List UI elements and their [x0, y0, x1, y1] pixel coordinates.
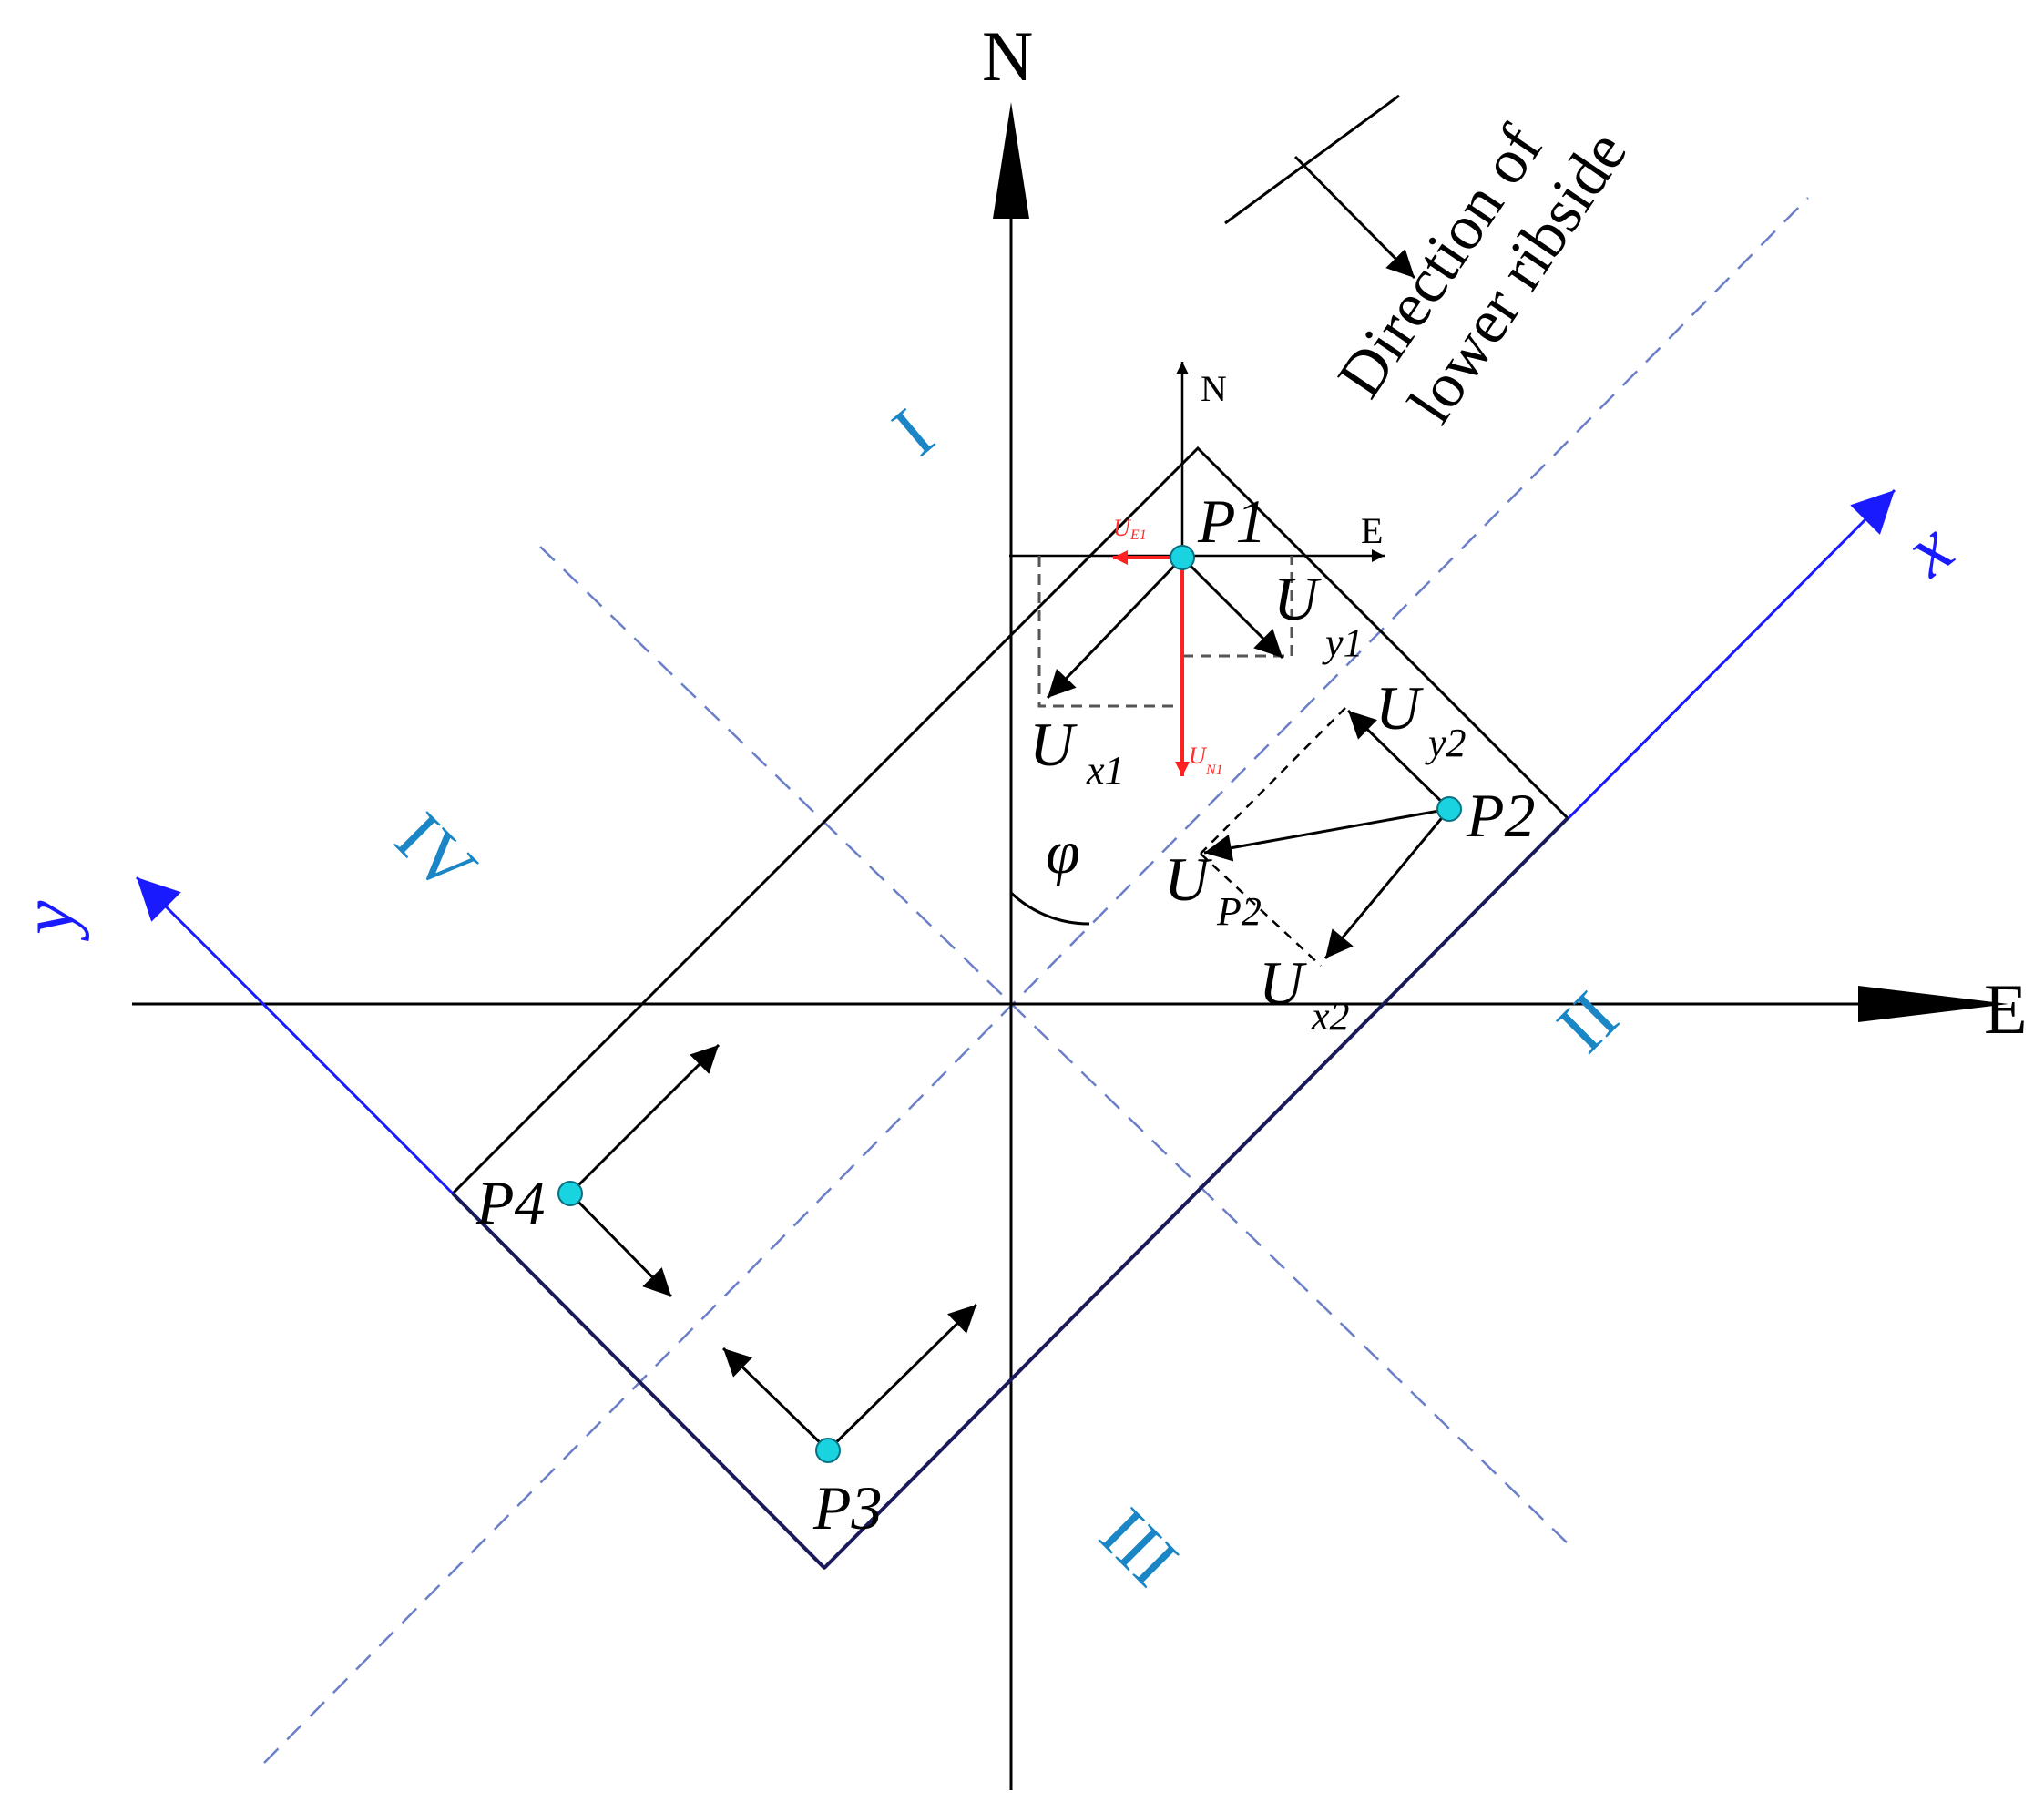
- p1-uy-dashed-box: [1182, 556, 1293, 658]
- ux2-sub: x2: [1311, 994, 1350, 1039]
- p2-label: P2: [1466, 781, 1536, 850]
- point-p4: [557, 1181, 583, 1206]
- up2-label: U P2: [1164, 845, 1262, 934]
- p1-ux-vector: [1046, 556, 1184, 700]
- p4-label: P4: [475, 1168, 546, 1237]
- x-axis-label: x: [1888, 505, 1968, 593]
- ribside-direction-label: Direction of lower ribside: [1324, 113, 1640, 435]
- p2-uy-vector: [1346, 709, 1451, 811]
- un1-main: U: [1189, 743, 1208, 769]
- east-arrowhead: [1858, 986, 2008, 1022]
- ribside-direction-arrow: [1293, 155, 1416, 280]
- p2-dashed-guide-2: [1200, 853, 1322, 967]
- uy2-label: U y2: [1375, 673, 1467, 765]
- p2-dashed-guide-1: [1200, 707, 1346, 855]
- quadrant-1-label: I: [878, 394, 948, 472]
- y-axis-rotated: [135, 876, 455, 1195]
- x-axis-rotated: [1567, 488, 1896, 820]
- ue1-label: U E1: [1113, 515, 1147, 543]
- local-north-label: N: [1201, 368, 1227, 409]
- ue1-sub: E1: [1129, 528, 1147, 543]
- p3-vector-nw: [721, 1347, 830, 1452]
- ux1-main: U: [1029, 710, 1078, 779]
- local-east-label: E: [1361, 510, 1383, 551]
- y-axis-label: y: [5, 900, 90, 942]
- east-label: E: [1984, 969, 2028, 1049]
- quadrant-2-label: II: [1542, 977, 1633, 1068]
- p2-ux-vector: [1323, 808, 1451, 959]
- uy2-main: U: [1375, 673, 1424, 743]
- uy1-label: U y1: [1273, 564, 1364, 665]
- point-p3: [815, 1438, 841, 1463]
- p1-ux-dashed-box: [1037, 556, 1182, 708]
- un1-label: U N1: [1189, 743, 1223, 778]
- north-label: N: [982, 16, 1033, 96]
- phi-label: φ: [1046, 817, 1080, 886]
- uy2-sub: y2: [1425, 721, 1467, 765]
- point-p1: [1170, 545, 1195, 570]
- dashed-guide-ne: [263, 197, 1809, 1764]
- p3-vector-ne: [826, 1303, 978, 1452]
- phi-angle-arc: [1009, 891, 1090, 926]
- quadrant-3-label: III: [1085, 1493, 1193, 1602]
- p3-label: P3: [812, 1473, 883, 1542]
- p4-vector-se: [568, 1192, 673, 1298]
- ux2-label: U x2: [1259, 948, 1350, 1039]
- ux1-sub: x1: [1086, 748, 1125, 793]
- north-arrowhead: [993, 102, 1029, 219]
- point-p2: [1436, 796, 1462, 822]
- up2-main: U: [1164, 845, 1212, 914]
- ux1-label: U x1: [1029, 710, 1125, 793]
- p1-uy-vector: [1180, 556, 1284, 660]
- un1-sub: N1: [1205, 763, 1223, 778]
- ux2-main: U: [1259, 948, 1307, 1018]
- p1-label: P1: [1197, 487, 1267, 556]
- uy1-sub: y1: [1322, 620, 1364, 665]
- left-lower-edge-dark: [451, 1192, 826, 1570]
- ribside-marker-line: [1224, 94, 1400, 225]
- p4-vector-ne: [568, 1043, 721, 1195]
- up2-sub: P2: [1216, 889, 1262, 934]
- p2-up-vector: [1203, 807, 1450, 862]
- uy1-main: U: [1273, 564, 1322, 633]
- ue1-main: U: [1113, 515, 1132, 541]
- quadrant-4-label: IV: [380, 798, 491, 909]
- dashed-guide-nw: [539, 546, 1569, 1545]
- lower-edge-dark: [823, 816, 1569, 1570]
